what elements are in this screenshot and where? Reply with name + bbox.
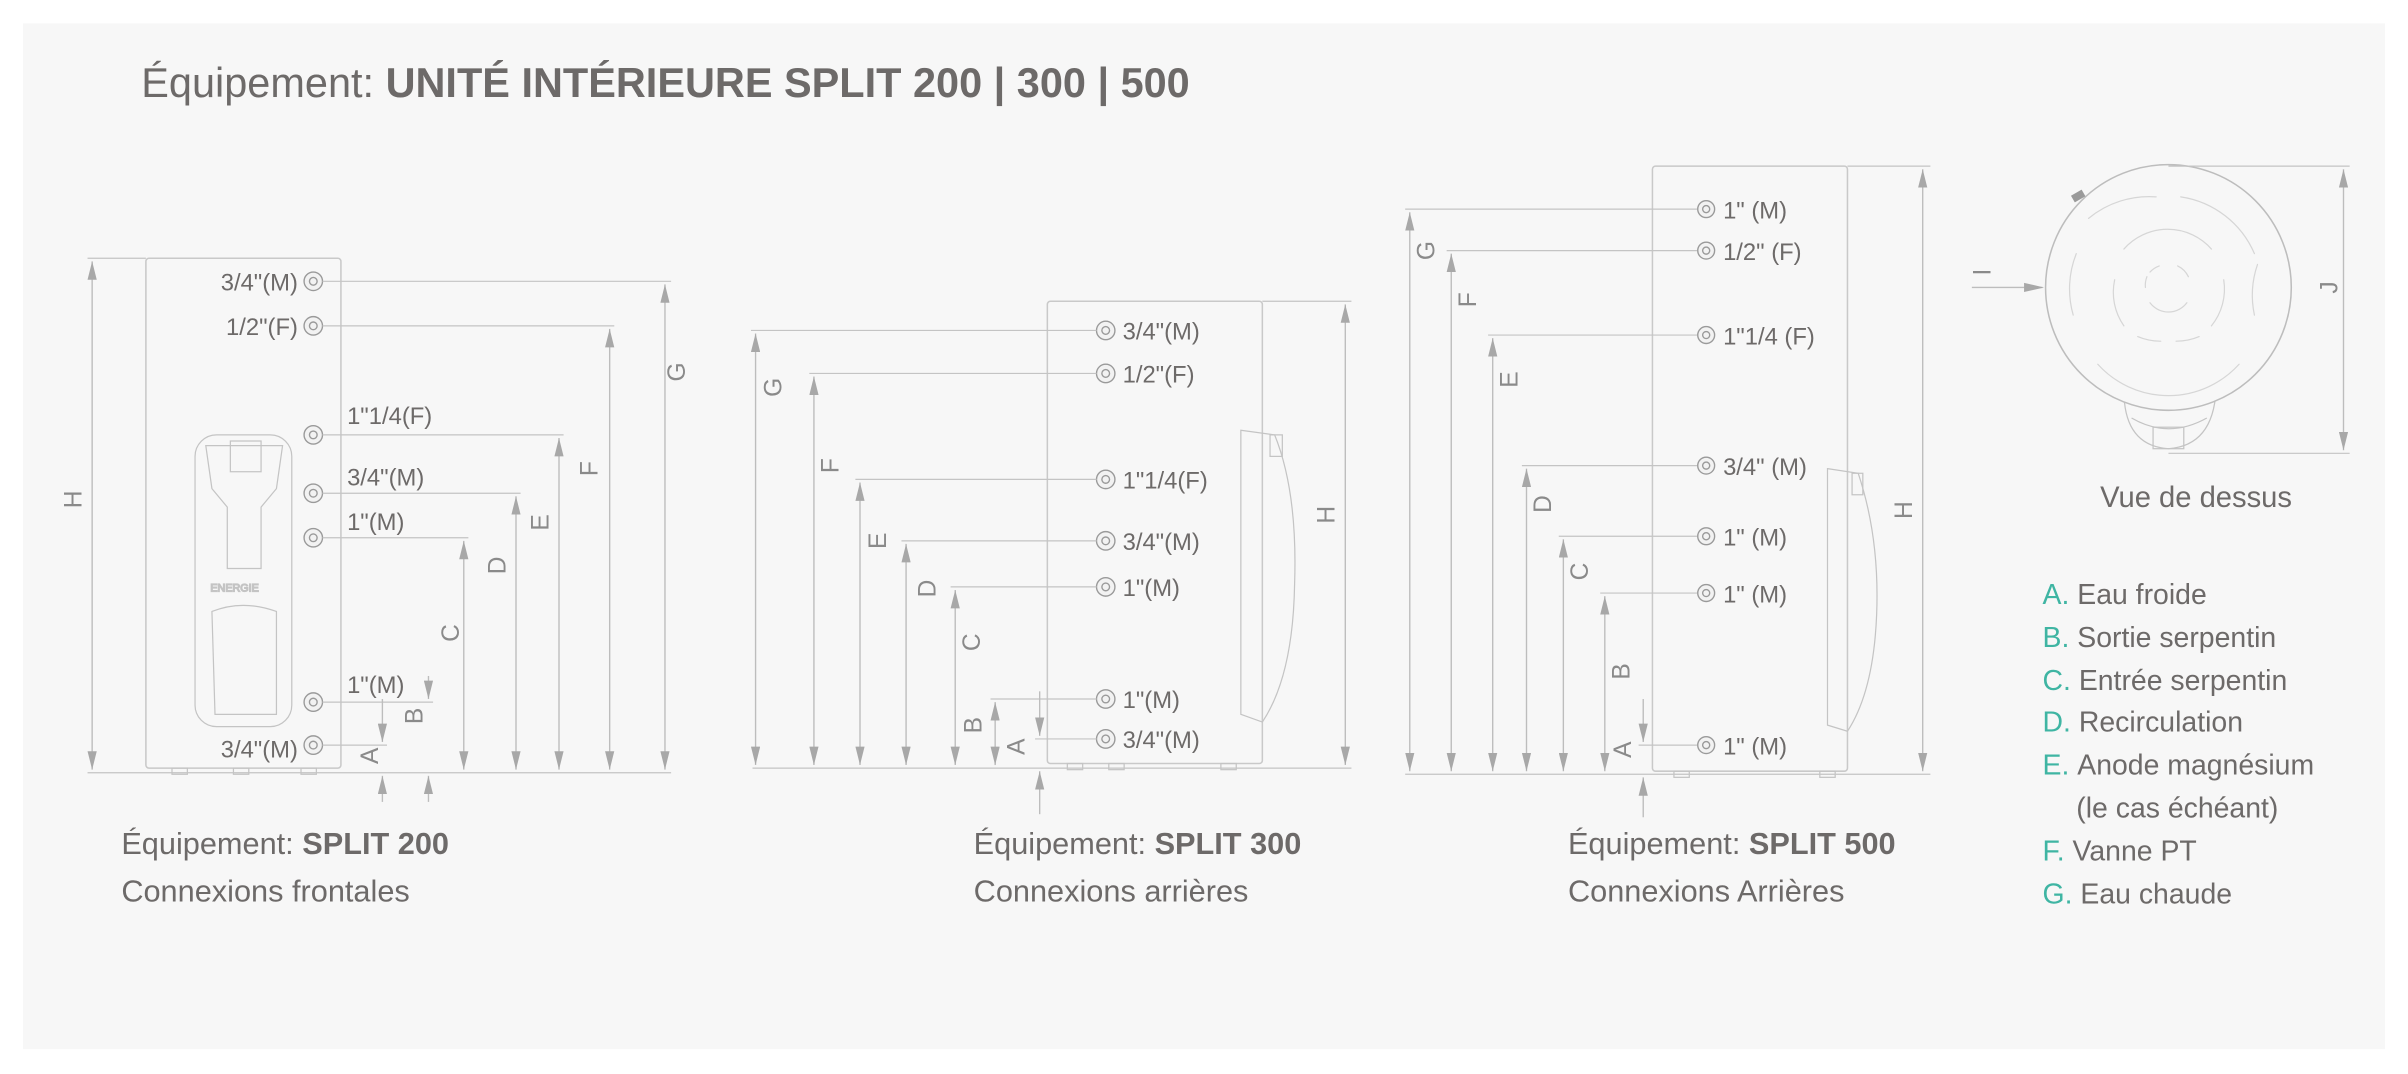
connection-label: 1" (M) bbox=[1723, 524, 1787, 551]
svg-text:G: G bbox=[664, 362, 691, 381]
connector bbox=[303, 315, 324, 336]
split-200-equipment: Équipement: SPLIT 200 bbox=[121, 826, 449, 861]
tank-body bbox=[1651, 165, 1849, 772]
connector bbox=[303, 527, 324, 548]
svg-text:F: F bbox=[818, 458, 845, 473]
svg-text:A: A bbox=[1003, 738, 1030, 755]
svg-text:H: H bbox=[1314, 506, 1341, 524]
legend-item: C. Entrée serpentin bbox=[2043, 665, 2288, 697]
svg-text:G: G bbox=[761, 378, 788, 397]
svg-text:D: D bbox=[914, 580, 941, 598]
legend-item: F. Vanne PT bbox=[2043, 835, 2197, 867]
svg-text:B: B bbox=[401, 708, 428, 724]
connector bbox=[1095, 469, 1116, 490]
connection-label: 3/4"(M) bbox=[221, 270, 298, 297]
svg-text:B: B bbox=[1608, 663, 1635, 679]
legend-item: A. Eau froide bbox=[2043, 579, 2207, 611]
connection-label: 3/4"(M) bbox=[347, 465, 424, 492]
split-300-diagram: H 3/4"(M) 1/2"(F) 1"1/4(F) 3/4"(M) 1"(M)… bbox=[750, 300, 1352, 815]
connector bbox=[1095, 320, 1116, 341]
connector bbox=[1697, 527, 1716, 546]
svg-text:C: C bbox=[438, 624, 465, 642]
connector bbox=[1697, 456, 1716, 475]
connection-label: 1"1/4 (F) bbox=[1723, 323, 1815, 350]
connector bbox=[1095, 729, 1116, 749]
connection-label: 3/4"(M) bbox=[1123, 319, 1200, 346]
connection-label: 3/4"(M) bbox=[1123, 727, 1200, 754]
svg-text:E: E bbox=[1496, 371, 1523, 387]
connector bbox=[1697, 735, 1716, 755]
svg-text:B: B bbox=[960, 717, 987, 733]
connection-label: 1"(M) bbox=[1123, 687, 1180, 714]
split-200-diagram: ENERGIE H 3/4"(M) 1/2"(F) 1"1/4(F) 3/4"(… bbox=[60, 257, 691, 802]
connection-label: 3/4"(M) bbox=[1123, 529, 1200, 556]
connector bbox=[1697, 325, 1716, 345]
legend-item: E. Anode magnésium bbox=[2043, 749, 2315, 781]
page-title: Équipement: UNITÉ INTÉRIEURE SPLIT 200 |… bbox=[141, 59, 1189, 106]
svg-text:C: C bbox=[1567, 563, 1594, 581]
connection-label: 3/4" (M) bbox=[1723, 454, 1807, 481]
connector bbox=[303, 424, 324, 445]
connection-label: 1/2"(F) bbox=[226, 314, 298, 341]
connector bbox=[303, 735, 324, 755]
split-500-subtitle: Connexions Arrières bbox=[1568, 874, 1844, 909]
connector bbox=[303, 271, 324, 292]
connector bbox=[1095, 689, 1116, 709]
connector bbox=[1095, 363, 1116, 384]
legend-item: D. Recirculation bbox=[2043, 706, 2244, 738]
connection-label: 1"1/4(F) bbox=[1123, 468, 1208, 495]
tank-top-circle bbox=[2044, 163, 2293, 412]
svg-text:G: G bbox=[1413, 241, 1440, 260]
svg-text:F: F bbox=[576, 461, 603, 476]
svg-text:E: E bbox=[865, 533, 892, 549]
connector bbox=[1697, 583, 1716, 603]
tank-body bbox=[1046, 300, 1264, 765]
connection-label: 1/2" (F) bbox=[1723, 239, 1802, 266]
svg-text:D: D bbox=[484, 557, 511, 575]
legend: A. Eau froide B. Sortie serpentin C. Ent… bbox=[2043, 579, 2315, 910]
connection-label: 1/2"(F) bbox=[1123, 362, 1195, 389]
svg-text:E: E bbox=[527, 514, 554, 530]
top-view-caption: Vue de dessus bbox=[2100, 482, 2292, 514]
svg-text:H: H bbox=[1891, 501, 1918, 519]
svg-text:D: D bbox=[1530, 495, 1557, 513]
svg-text:J: J bbox=[2316, 281, 2343, 293]
split-300-equipment: Équipement: SPLIT 300 bbox=[974, 826, 1302, 861]
connector bbox=[1697, 241, 1716, 260]
top-fitting bbox=[2070, 189, 2086, 203]
split-200-subtitle: Connexions frontales bbox=[121, 874, 409, 909]
side-profile bbox=[1826, 467, 1878, 732]
brand-logo: ENERGIE bbox=[210, 583, 258, 595]
connection-label: 1"1/4(F) bbox=[347, 403, 432, 430]
connection-label: 1" (M) bbox=[1723, 581, 1787, 608]
legend-item: B. Sortie serpentin bbox=[2043, 622, 2277, 654]
top-view-diagram: J I bbox=[1969, 163, 2350, 454]
connector bbox=[1697, 199, 1716, 219]
svg-text:I: I bbox=[1969, 269, 1996, 276]
legend-item: G. Eau chaude bbox=[2043, 878, 2233, 910]
svg-text:A: A bbox=[1610, 741, 1637, 758]
svg-text:F: F bbox=[1455, 292, 1482, 307]
svg-text:H: H bbox=[60, 490, 87, 508]
split-300-subtitle: Connexions arrières bbox=[974, 874, 1249, 909]
connection-label: 1"(M) bbox=[347, 509, 404, 536]
connection-label: 1"(M) bbox=[1123, 575, 1180, 602]
connection-label: 1"(M) bbox=[347, 672, 404, 699]
split-500-diagram: H 1" (M) 1/2" (F) 1"1/4 (F) 3/4" (M) 1" … bbox=[1405, 165, 1931, 818]
svg-text:A: A bbox=[357, 747, 384, 764]
split-500-equipment: Équipement: SPLIT 500 bbox=[1568, 826, 1896, 861]
connection-label: 1" (M) bbox=[1723, 197, 1787, 224]
side-profile bbox=[1240, 429, 1296, 723]
connector bbox=[303, 692, 324, 712]
connection-label: 3/4"(M) bbox=[221, 736, 298, 763]
legend-item-note: (le cas échéant) bbox=[2076, 792, 2278, 824]
svg-text:C: C bbox=[959, 633, 986, 651]
connector bbox=[1095, 530, 1116, 551]
front-panel: ENERGIE bbox=[194, 434, 293, 728]
connection-label: 1" (M) bbox=[1723, 733, 1787, 760]
connector bbox=[303, 483, 324, 504]
connector bbox=[1095, 577, 1116, 597]
